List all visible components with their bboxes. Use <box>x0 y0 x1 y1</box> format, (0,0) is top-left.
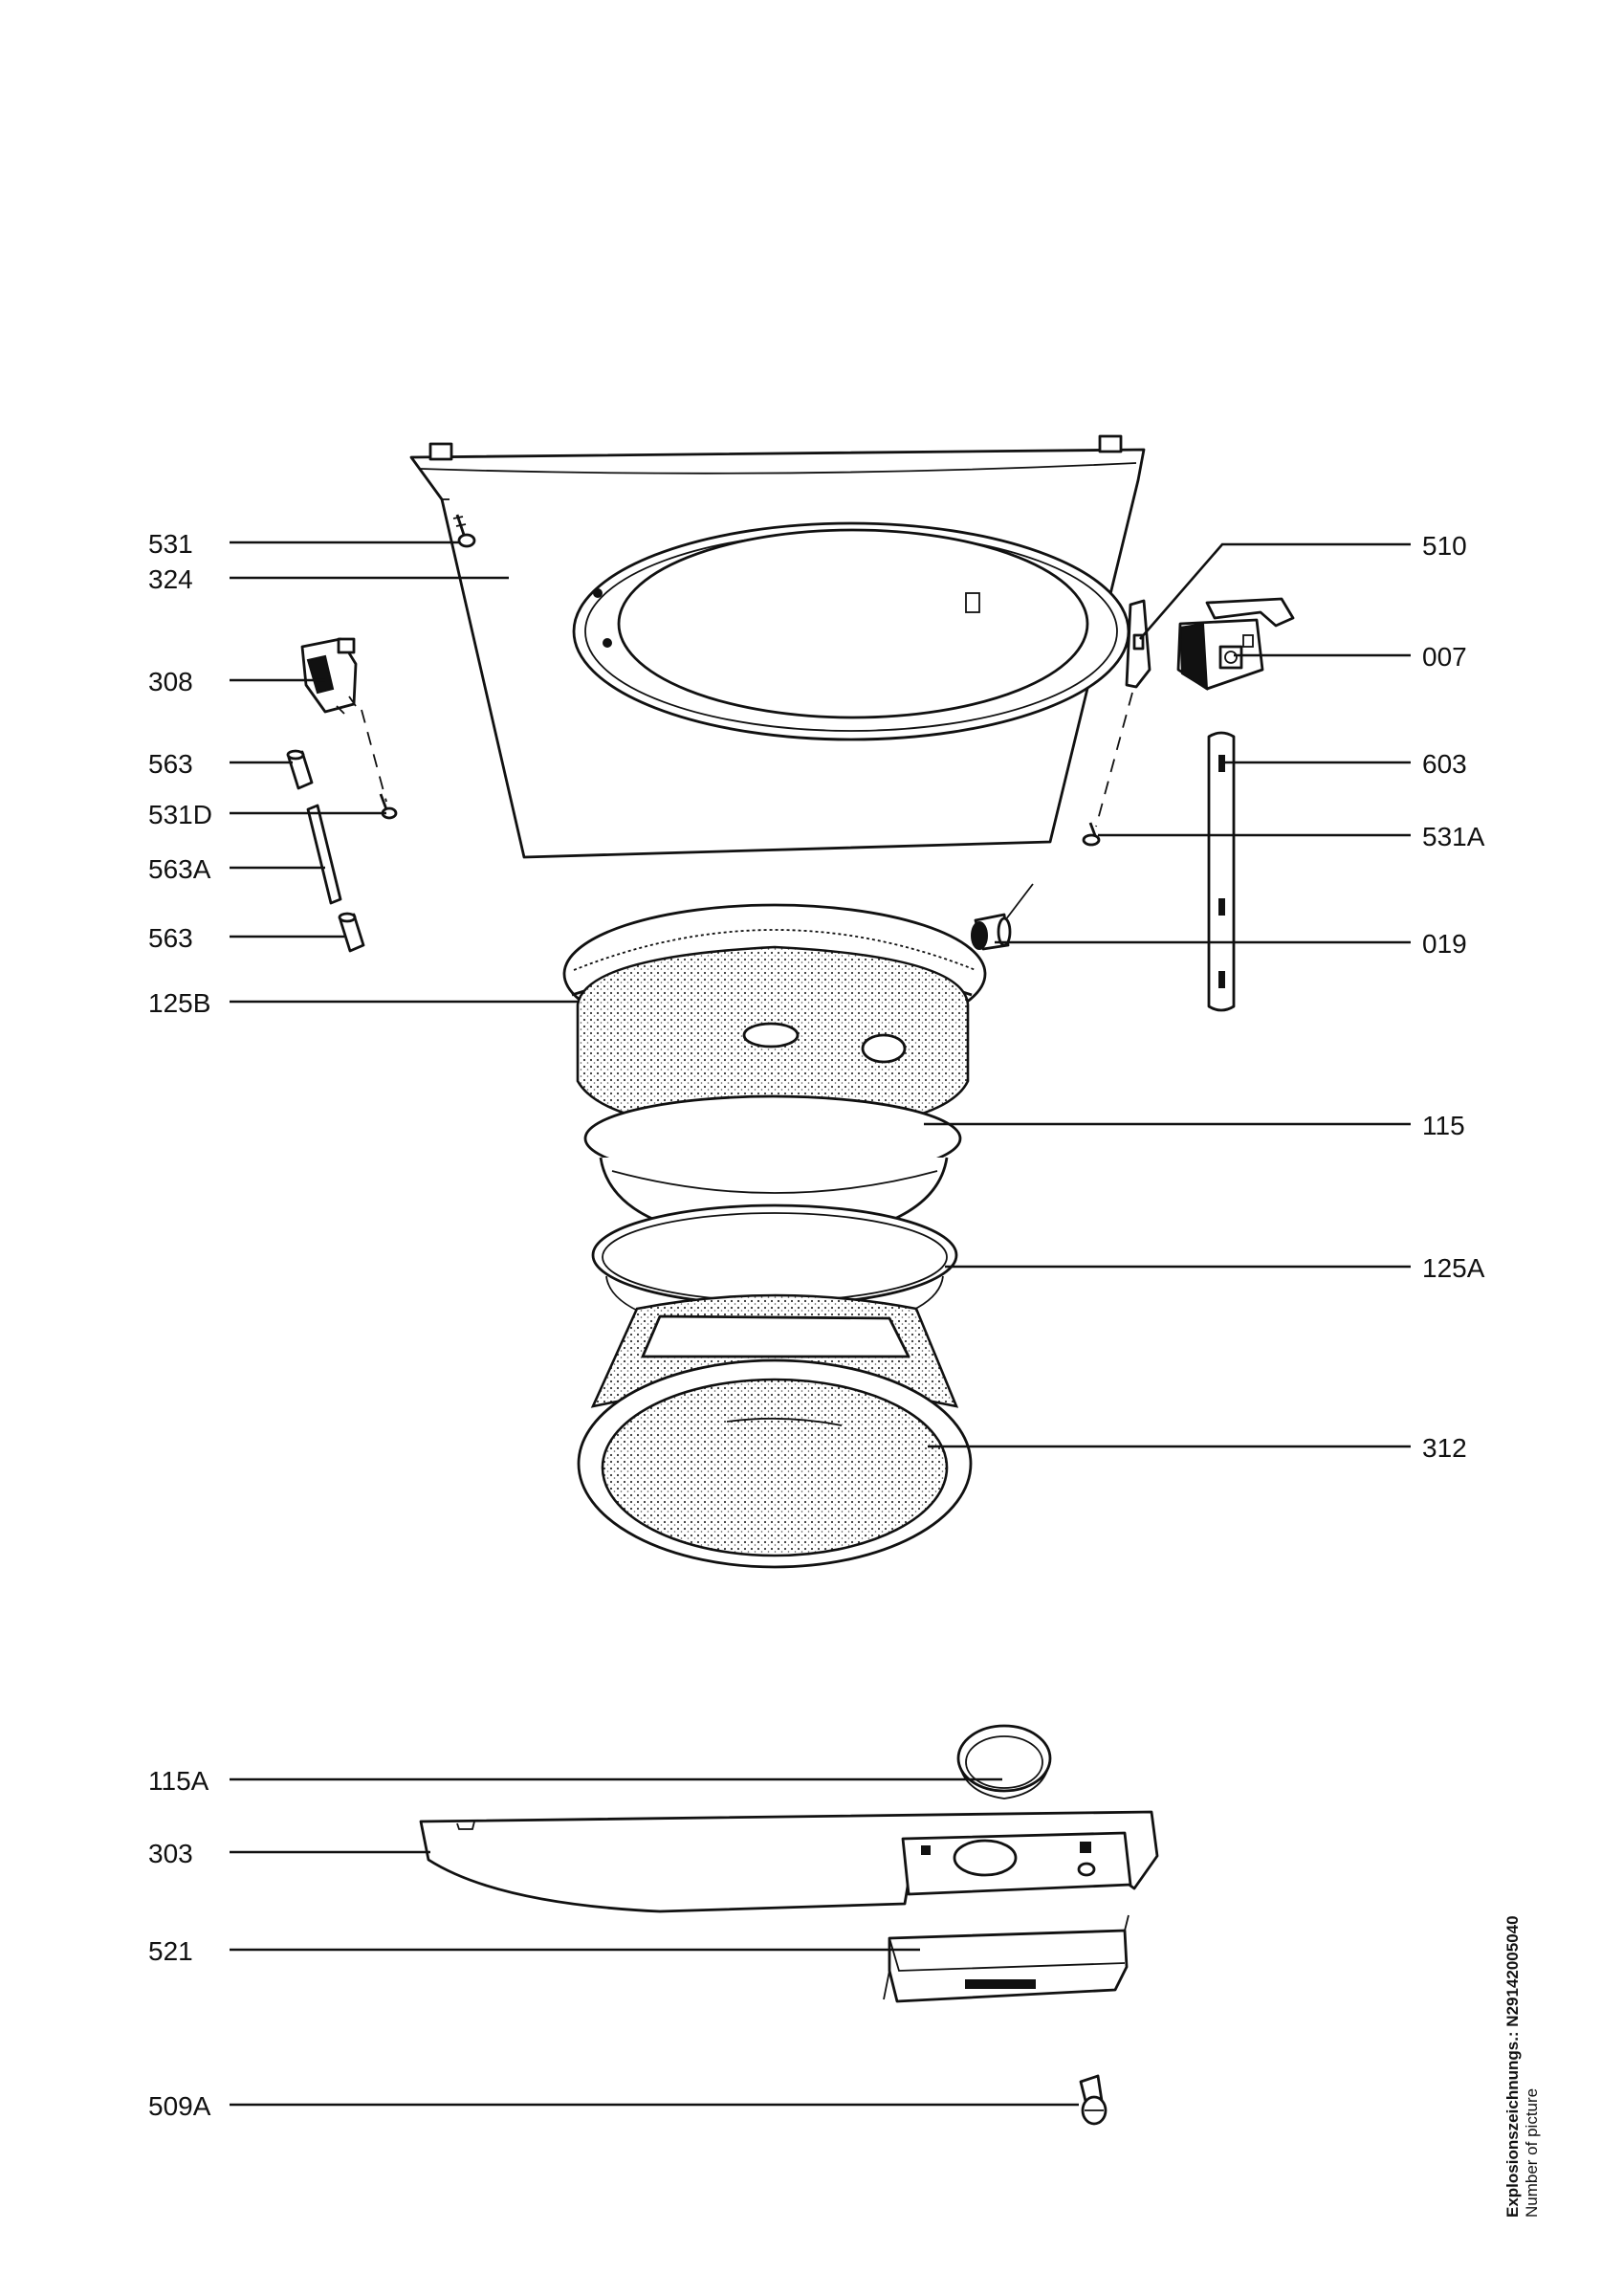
front-panel-drawing <box>409 434 1146 859</box>
label-510: 510 <box>1422 531 1467 561</box>
label-324: 324 <box>148 564 193 594</box>
drawer-handle-521-drawing <box>883 1914 1130 2003</box>
screw-531-drawing <box>452 514 476 548</box>
label-563a: 563A <box>148 854 211 884</box>
label-312: 312 <box>1422 1433 1467 1463</box>
knob-509a-drawing <box>1079 2074 1108 2126</box>
tub-front-115-drawing <box>562 903 987 1246</box>
label-563-top: 563 <box>148 749 193 779</box>
strip-603-drawing <box>1207 731 1236 1012</box>
label-019: 019 <box>1422 929 1467 959</box>
label-531a: 531A <box>1422 822 1485 851</box>
hinge-pin-parts-drawing <box>286 749 365 953</box>
door-lock-308-drawing <box>300 637 398 820</box>
label-115a: 115A <box>148 1766 209 1796</box>
control-panel-303-drawing <box>419 1810 1159 1913</box>
bowl-312-drawing <box>577 1293 973 1569</box>
label-531d: 531D <box>148 800 212 829</box>
label-007: 007 <box>1422 642 1467 672</box>
picture-number-caption: Number of picture <box>1523 2087 1541 2218</box>
label-531: 531 <box>148 529 193 559</box>
bracket-007-drawing <box>1176 597 1295 691</box>
label-521: 521 <box>148 1936 193 1966</box>
hinge-510-drawing <box>1082 599 1151 847</box>
label-308: 308 <box>148 667 193 696</box>
part-labels: 531 324 308 563 531D 563A 563 125B 510 0… <box>148 529 1485 2121</box>
sensor-019-drawing <box>971 883 1034 951</box>
label-303: 303 <box>148 1839 193 1868</box>
label-509a: 509A <box>148 2091 211 2121</box>
label-563-bottom: 563 <box>148 923 193 953</box>
picture-number-code: Explosionszeichnungs.: N29142005040 <box>1503 1915 1522 2218</box>
label-125b: 125B <box>148 988 210 1018</box>
leader-lines <box>230 541 1411 2107</box>
label-603: 603 <box>1422 749 1467 779</box>
label-125a: 125A <box>1422 1253 1485 1283</box>
ring-115a-drawing <box>956 1724 1052 1799</box>
label-115: 115 <box>1422 1111 1465 1140</box>
